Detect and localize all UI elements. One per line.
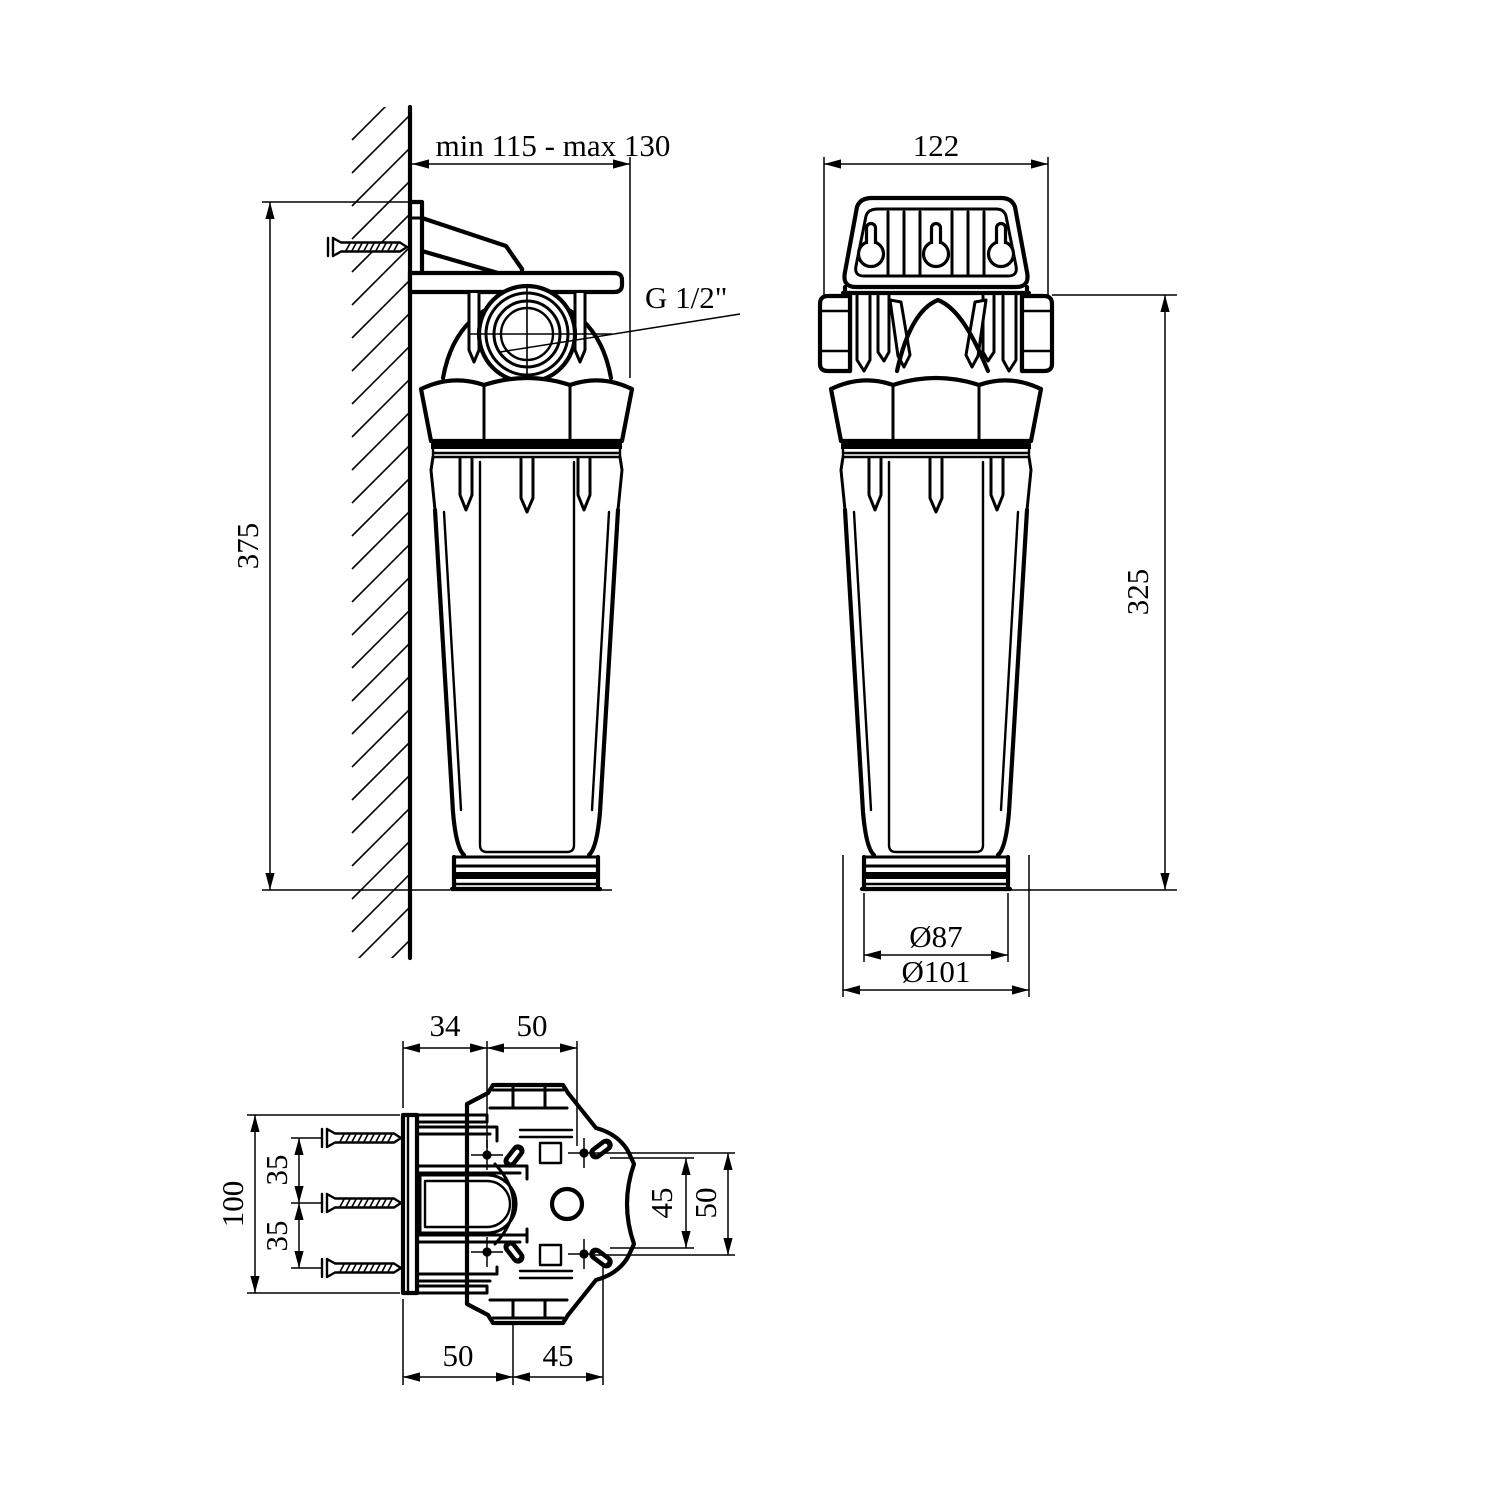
dim-height-front-label: 325 xyxy=(1120,569,1155,616)
dim-outer-diameter-label: Ø101 xyxy=(902,954,971,989)
bracket-shelf-side xyxy=(407,270,625,295)
dim-screw-pitch: 35 35 xyxy=(259,1137,322,1269)
filter-head-top xyxy=(464,1082,637,1326)
bottom-view: 34 50 100 35 35 45 50 xyxy=(215,1008,735,1385)
dim-depth: min 115 - max 130 xyxy=(412,128,670,378)
dim-slot-pitch-right-label: 45 xyxy=(644,1188,679,1219)
wall-screw-1 xyxy=(320,1127,403,1149)
dim-width-front-label: 122 xyxy=(913,128,960,163)
housing-nut-side xyxy=(418,375,635,459)
mounting-bracket-side xyxy=(407,199,525,276)
dim-hole-pitch-top-label: 50 xyxy=(517,1008,548,1043)
filter-head-front xyxy=(817,290,1055,374)
dim-bracket-height: 100 xyxy=(215,1114,400,1294)
thread-callout: G 1/2" xyxy=(499,280,741,353)
dim-height-side-label: 375 xyxy=(230,523,265,570)
thread-label: G 1/2" xyxy=(645,280,727,315)
side-view: min 115 - max 130 375 G 1/2" xyxy=(230,104,741,961)
dim-width-front: 122 xyxy=(823,128,1049,298)
top-bracket-front xyxy=(840,195,1032,296)
dim-height-front: 325 xyxy=(1010,294,1177,891)
dim-outer-diameter: Ø101 xyxy=(842,855,1030,997)
dim-bracket-height-label: 100 xyxy=(215,1181,250,1228)
dim-screw-pitch-lower-label: 35 xyxy=(259,1221,294,1252)
dim-hole-offset-bottom-label: 45 xyxy=(543,1338,574,1373)
dim-port-offset-bottom-label: 50 xyxy=(443,1338,474,1373)
dim-bracket-offset-label: 34 xyxy=(430,1008,462,1043)
bracket-plate-top xyxy=(400,1112,420,1296)
dim-bottom-row: 50 45 xyxy=(402,1267,604,1385)
wall-screw-side xyxy=(326,236,409,258)
dim-height-side: 375 xyxy=(230,202,612,891)
front-view: 122 325 Ø87 Ø101 xyxy=(817,128,1177,997)
dim-inner-diameter: Ø87 xyxy=(863,893,1009,962)
filter-bowl-front xyxy=(839,455,1033,892)
wall-hatching xyxy=(351,107,410,958)
dim-top-row: 34 50 xyxy=(402,1008,578,1148)
wall-screw-2 xyxy=(320,1192,403,1214)
dim-depth-label: min 115 - max 130 xyxy=(436,128,671,163)
dim-inner-diameter-label: Ø87 xyxy=(909,919,962,954)
inlet-port-side xyxy=(468,283,612,385)
dim-right-column: 45 50 xyxy=(592,1152,735,1256)
housing-nut-front xyxy=(828,375,1044,459)
dim-screw-pitch-upper-label: 35 xyxy=(259,1155,294,1186)
bracket-ribs xyxy=(415,1113,529,1295)
filter-bowl-side xyxy=(429,455,624,892)
wall-screw-3 xyxy=(320,1257,403,1279)
dim-hole-pitch-right-label: 50 xyxy=(688,1188,723,1219)
